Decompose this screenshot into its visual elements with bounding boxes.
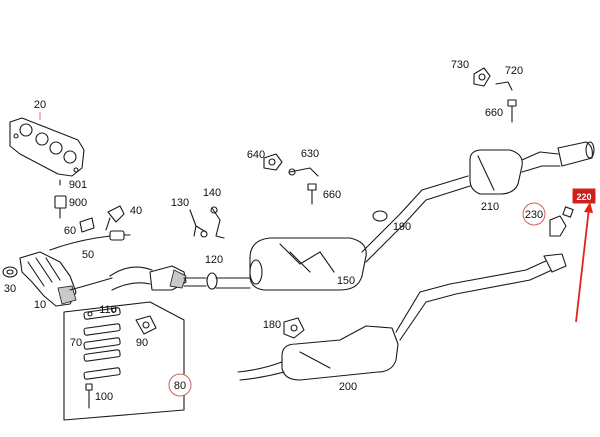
center-muffler[interactable] — [249, 237, 367, 291]
callout-label-c20[interactable]: 20 — [34, 99, 46, 111]
callout-label-c200[interactable]: 200 — [339, 381, 357, 393]
strap-70c[interactable] — [83, 349, 121, 362]
rear-muffler[interactable] — [469, 149, 561, 195]
bracket-730[interactable] — [473, 67, 491, 87]
callout-circle-c230 — [522, 202, 546, 226]
rear-silencer-200[interactable] — [237, 325, 399, 381]
callout-label-c130[interactable]: 130 — [171, 197, 189, 209]
bracket-640[interactable] — [263, 153, 283, 171]
callout-label-c140[interactable]: 140 — [203, 187, 221, 199]
bracket-40[interactable] — [105, 205, 125, 231]
callout-label-c660a[interactable]: 660 — [323, 189, 341, 201]
parts-group-box — [63, 301, 185, 421]
mount-90[interactable] — [135, 315, 157, 335]
callout-label-c110[interactable]: 110 — [99, 304, 117, 316]
clamp-ring-30[interactable] — [2, 266, 18, 278]
callout-label-c640[interactable]: 640 — [247, 149, 265, 161]
highlight-badge-label: 220 — [576, 192, 591, 202]
tailpipe-tip[interactable] — [557, 141, 595, 167]
pipe-flange-120[interactable] — [206, 272, 251, 290]
callout-label-c720[interactable]: 720 — [505, 65, 523, 77]
hanger-140[interactable] — [210, 206, 225, 239]
callout-label-c70[interactable]: 70 — [70, 337, 82, 349]
bracket-180[interactable] — [283, 317, 305, 339]
callout-layer: 20 901 900 40 60 50 30 10 110 70 90 80 100 130 140 120 6… — [4, 59, 546, 403]
callout-label-c210[interactable]: 210 — [481, 201, 499, 213]
callout-circle-c80 — [168, 373, 192, 397]
intermediate-pipe[interactable] — [361, 175, 471, 263]
callout-label-c40[interactable]: 40 — [130, 205, 142, 217]
o2-sensor-50[interactable] — [49, 230, 131, 251]
callout-label-c90[interactable]: 90 — [136, 337, 148, 349]
bracket-60[interactable] — [79, 217, 95, 233]
callout-label-c630[interactable]: 630 — [301, 148, 319, 160]
callout-label-c100[interactable]: 100 — [95, 391, 113, 403]
highlight-badge[interactable]: 220 — [572, 188, 596, 204]
callout-label-c150[interactable]: 150 — [337, 275, 355, 287]
callout-label-c60[interactable]: 60 — [64, 225, 76, 237]
long-tail-pipe[interactable] — [395, 253, 567, 341]
callout-label-c10[interactable]: 10 — [34, 299, 46, 311]
strap-70a[interactable] — [83, 323, 121, 336]
front-pipe[interactable] — [109, 266, 153, 291]
callout-label-c190[interactable]: 190 — [393, 221, 411, 233]
bolt-660a[interactable] — [307, 183, 317, 205]
callout-label-c180[interactable]: 180 — [263, 319, 281, 331]
callout-label-c230[interactable]: 230 — [525, 209, 543, 221]
bolt-660b[interactable] — [507, 99, 517, 123]
callout-label-c30[interactable]: 30 — [4, 283, 16, 295]
callout-label-c730[interactable]: 730 — [451, 59, 469, 71]
highlight-arrow — [575, 202, 593, 323]
clamp-720[interactable] — [495, 81, 513, 91]
callout-label-c120[interactable]: 120 — [205, 254, 223, 266]
callout-label-c901[interactable]: 901 — [69, 179, 87, 191]
strap-110[interactable] — [83, 307, 121, 320]
callout-label-c80[interactable]: 80 — [174, 380, 186, 392]
exhaust-manifold[interactable] — [19, 251, 113, 307]
strap-70b[interactable] — [83, 337, 121, 350]
manifold-gasket[interactable] — [9, 117, 85, 177]
bolt-100[interactable] — [85, 383, 93, 409]
catalytic-converter[interactable] — [149, 265, 207, 291]
clamp-230[interactable] — [549, 206, 574, 237]
bracket-80[interactable] — [83, 367, 121, 380]
callout-label-c660b[interactable]: 660 — [485, 107, 503, 119]
sensor-plug[interactable] — [54, 179, 67, 219]
callout-label-c50[interactable]: 50 — [82, 249, 94, 261]
callout-label-c900[interactable]: 900 — [69, 197, 87, 209]
hanger-130[interactable] — [189, 209, 208, 238]
bracket-630[interactable] — [288, 167, 319, 177]
